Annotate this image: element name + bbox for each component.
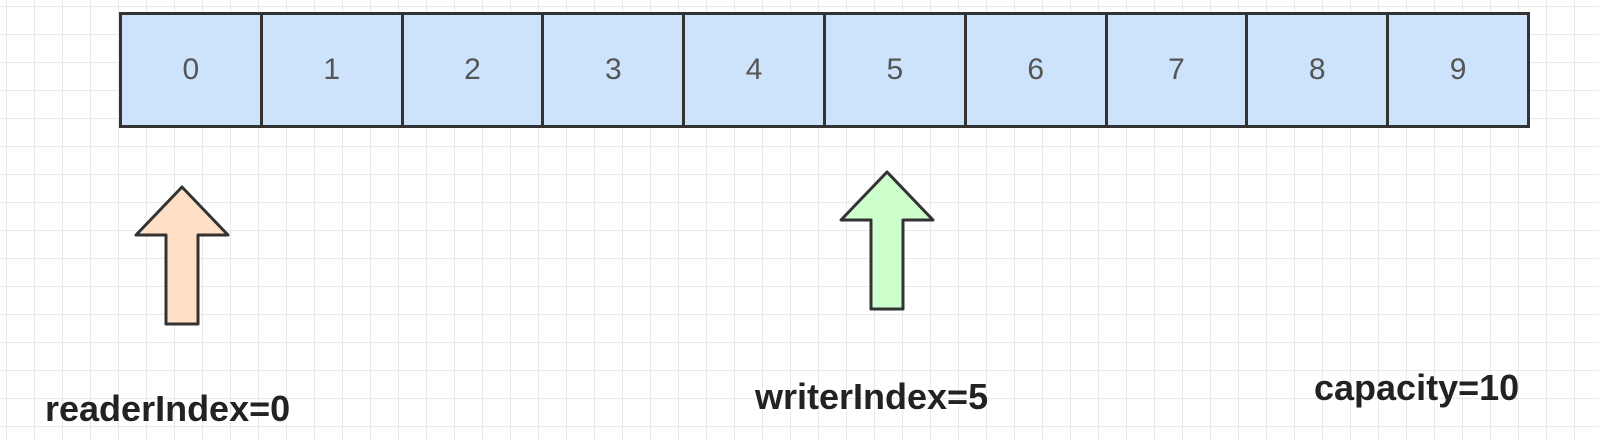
writer-index-label: writerIndex=5 xyxy=(755,376,989,417)
buffer-cell-9: 9 xyxy=(1449,53,1467,86)
capacity-label: capacity=10 xyxy=(1314,367,1520,408)
buffer-cell-5: 5 xyxy=(826,15,967,125)
buffer-cell-0: 0 xyxy=(122,15,263,125)
buffer-cell-2: 2 xyxy=(404,15,545,125)
writer-index-arrow-icon xyxy=(839,170,935,311)
buffer-cell-1: 1 xyxy=(263,15,404,125)
buffer-cell-4: 4 xyxy=(685,15,826,125)
reader-index-arrow-icon xyxy=(134,185,230,326)
buffer-cell-3: 3 xyxy=(544,15,686,125)
buffer-cell-7: 7 xyxy=(1108,15,1249,125)
buffer-cell-6: 6 xyxy=(967,15,1108,125)
buffer-cell-8: 8 xyxy=(1248,15,1390,125)
reader-index-label: readerIndex=0 xyxy=(45,388,291,429)
